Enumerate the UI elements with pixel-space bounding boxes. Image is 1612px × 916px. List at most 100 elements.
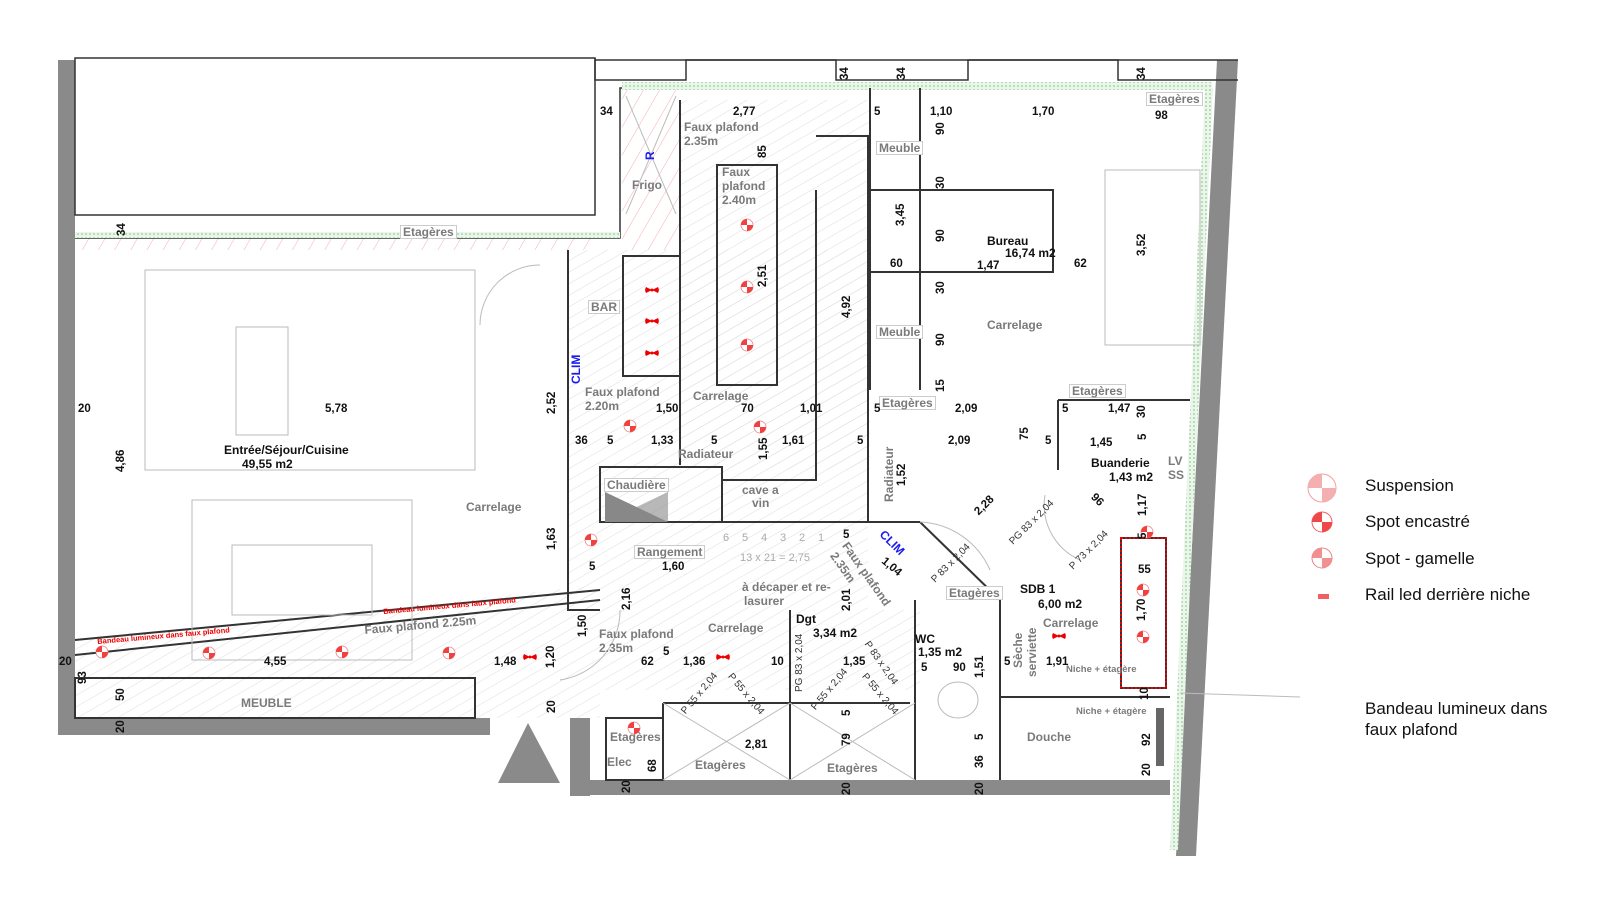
room-area: 6,00 m2	[1038, 597, 1083, 611]
dimension-label: 5	[874, 403, 881, 415]
dimension-label: 1,47	[1108, 403, 1131, 415]
dimension-label: 5	[1062, 403, 1069, 415]
dimension-label: 5	[843, 529, 850, 541]
dimension-label: 62	[641, 656, 654, 668]
plan-label: 5	[742, 532, 749, 544]
plan-label: Elec	[607, 755, 632, 769]
dimension-label: 20	[1141, 763, 1153, 776]
plan-label: SS	[1168, 468, 1185, 482]
dimension-label: 34	[600, 106, 613, 118]
dimension-label: 5	[841, 709, 853, 716]
dimension-label: 15	[935, 379, 947, 392]
dimension-label: 34	[896, 67, 908, 80]
plan-label: Frigo	[632, 178, 662, 192]
dimension-label: 5	[921, 662, 928, 674]
dimension-label: 5	[974, 733, 986, 740]
dimension-label: 1,51	[974, 655, 986, 678]
plan-label: Radiateur	[882, 446, 896, 502]
dimension-label: 1,50	[656, 403, 679, 415]
suspension-legend-icon	[1307, 473, 1337, 503]
plan-label: Carrelage	[693, 389, 749, 403]
plan-label: R	[643, 151, 657, 160]
dimension-label: 20	[621, 780, 633, 793]
dimension-label: 85	[757, 145, 769, 158]
plan-label: 6	[723, 532, 730, 544]
dimension-label: 20	[546, 700, 558, 713]
walls	[58, 60, 1238, 856]
dimension-label: 2,09	[948, 435, 971, 447]
dimension-label: 3,52	[1136, 233, 1148, 256]
dimension-label: 30	[935, 281, 947, 294]
plan-label: Etagères	[946, 586, 1003, 600]
plan-label: Meuble	[876, 325, 924, 339]
dimension-label: 1,01	[800, 403, 823, 415]
dimension-label: 34	[1136, 67, 1148, 80]
plan-label: 2.35m	[599, 641, 634, 655]
dimension-label: 1,10	[930, 106, 953, 118]
plan-label: 2	[799, 532, 806, 544]
dimension-label: 4,86	[115, 449, 127, 472]
dimension-label: 20	[974, 782, 986, 795]
plan-label: Etagères	[400, 225, 457, 239]
dimension-label: 2,51	[757, 264, 769, 287]
room-name: Entrée/Séjour/Cuisine	[224, 443, 349, 457]
dimension-label: 1,20	[545, 645, 557, 668]
plan-label: 3	[780, 532, 787, 544]
dimension-label: 10	[771, 656, 784, 668]
dimension-label: 5	[1045, 435, 1052, 447]
plan-label: Faux plafond	[585, 385, 660, 399]
legend-bandeau-line1: Bandeau lumineux dans	[1365, 699, 1548, 718]
plan-label: Douche	[1027, 730, 1072, 744]
plan-label: MEUBLE	[241, 696, 292, 710]
dimension-label: 5	[663, 646, 670, 658]
plan-label: Niche + étagère	[1066, 664, 1137, 675]
dimension-label: 5	[589, 561, 596, 573]
dimension-label: 1,60	[662, 561, 685, 573]
dimension-label: 36	[575, 435, 588, 447]
dimension-label: 10	[1139, 687, 1151, 700]
dimension-label: 1,48	[494, 656, 517, 668]
dimension-label: 30	[935, 176, 947, 189]
plan-label: 1	[818, 532, 825, 544]
dimension-label: 1,55	[758, 437, 770, 460]
room-name: WC	[915, 632, 935, 646]
dimension-label: 1,70	[1136, 598, 1148, 621]
plan-label: Sèche	[1011, 632, 1025, 668]
plan-label: Faux	[722, 165, 751, 179]
plan-label: Rangement	[634, 545, 706, 559]
plan-label: Etagères	[827, 761, 878, 775]
dimension-label: 5	[1004, 656, 1011, 668]
plan-label: LV	[1168, 454, 1183, 468]
room-area: 1,35 m2	[918, 645, 963, 659]
dimension-label: 92	[1141, 733, 1153, 746]
dimension-label: 20	[78, 403, 91, 415]
dimension-label: 2,09	[955, 403, 978, 415]
dimension-label: 36	[974, 755, 986, 768]
plan-label: Etagères	[879, 396, 936, 410]
plan-label: 2.20m	[585, 399, 620, 413]
dimension-label: 50	[115, 688, 127, 701]
plan-label: vin	[752, 496, 770, 510]
dimension-label: 90	[953, 662, 966, 674]
dimension-label: 1,36	[683, 656, 706, 668]
legend-suspension: Suspension	[1365, 476, 1454, 495]
dimension-label: 1,70	[1032, 106, 1055, 118]
room-name: Buanderie	[1091, 456, 1150, 470]
dimension-label: 1,17	[1137, 493, 1149, 516]
dimension-label: 3,45	[895, 203, 907, 226]
dimension-label: 2,01	[841, 588, 853, 611]
plan-label: Etagères	[1069, 384, 1126, 398]
rail-led-legend-icon	[1318, 594, 1329, 599]
dimension-label: 2,52	[546, 391, 558, 414]
dimension-label: 34	[116, 223, 128, 236]
dimension-label: 5,78	[325, 403, 348, 415]
dimension-label: 62	[1074, 258, 1087, 270]
plan-label: Carrelage	[708, 621, 764, 635]
dimension-label: 20	[59, 656, 72, 668]
dimension-label: 30	[1136, 405, 1148, 418]
dimension-label: 70	[741, 403, 754, 415]
dimension-label: 98	[1155, 110, 1168, 122]
plan-label: serviette	[1025, 627, 1039, 677]
plan-label: Faux plafond	[599, 627, 674, 641]
plan-label: 13 x 21 = 2,75	[740, 552, 811, 564]
